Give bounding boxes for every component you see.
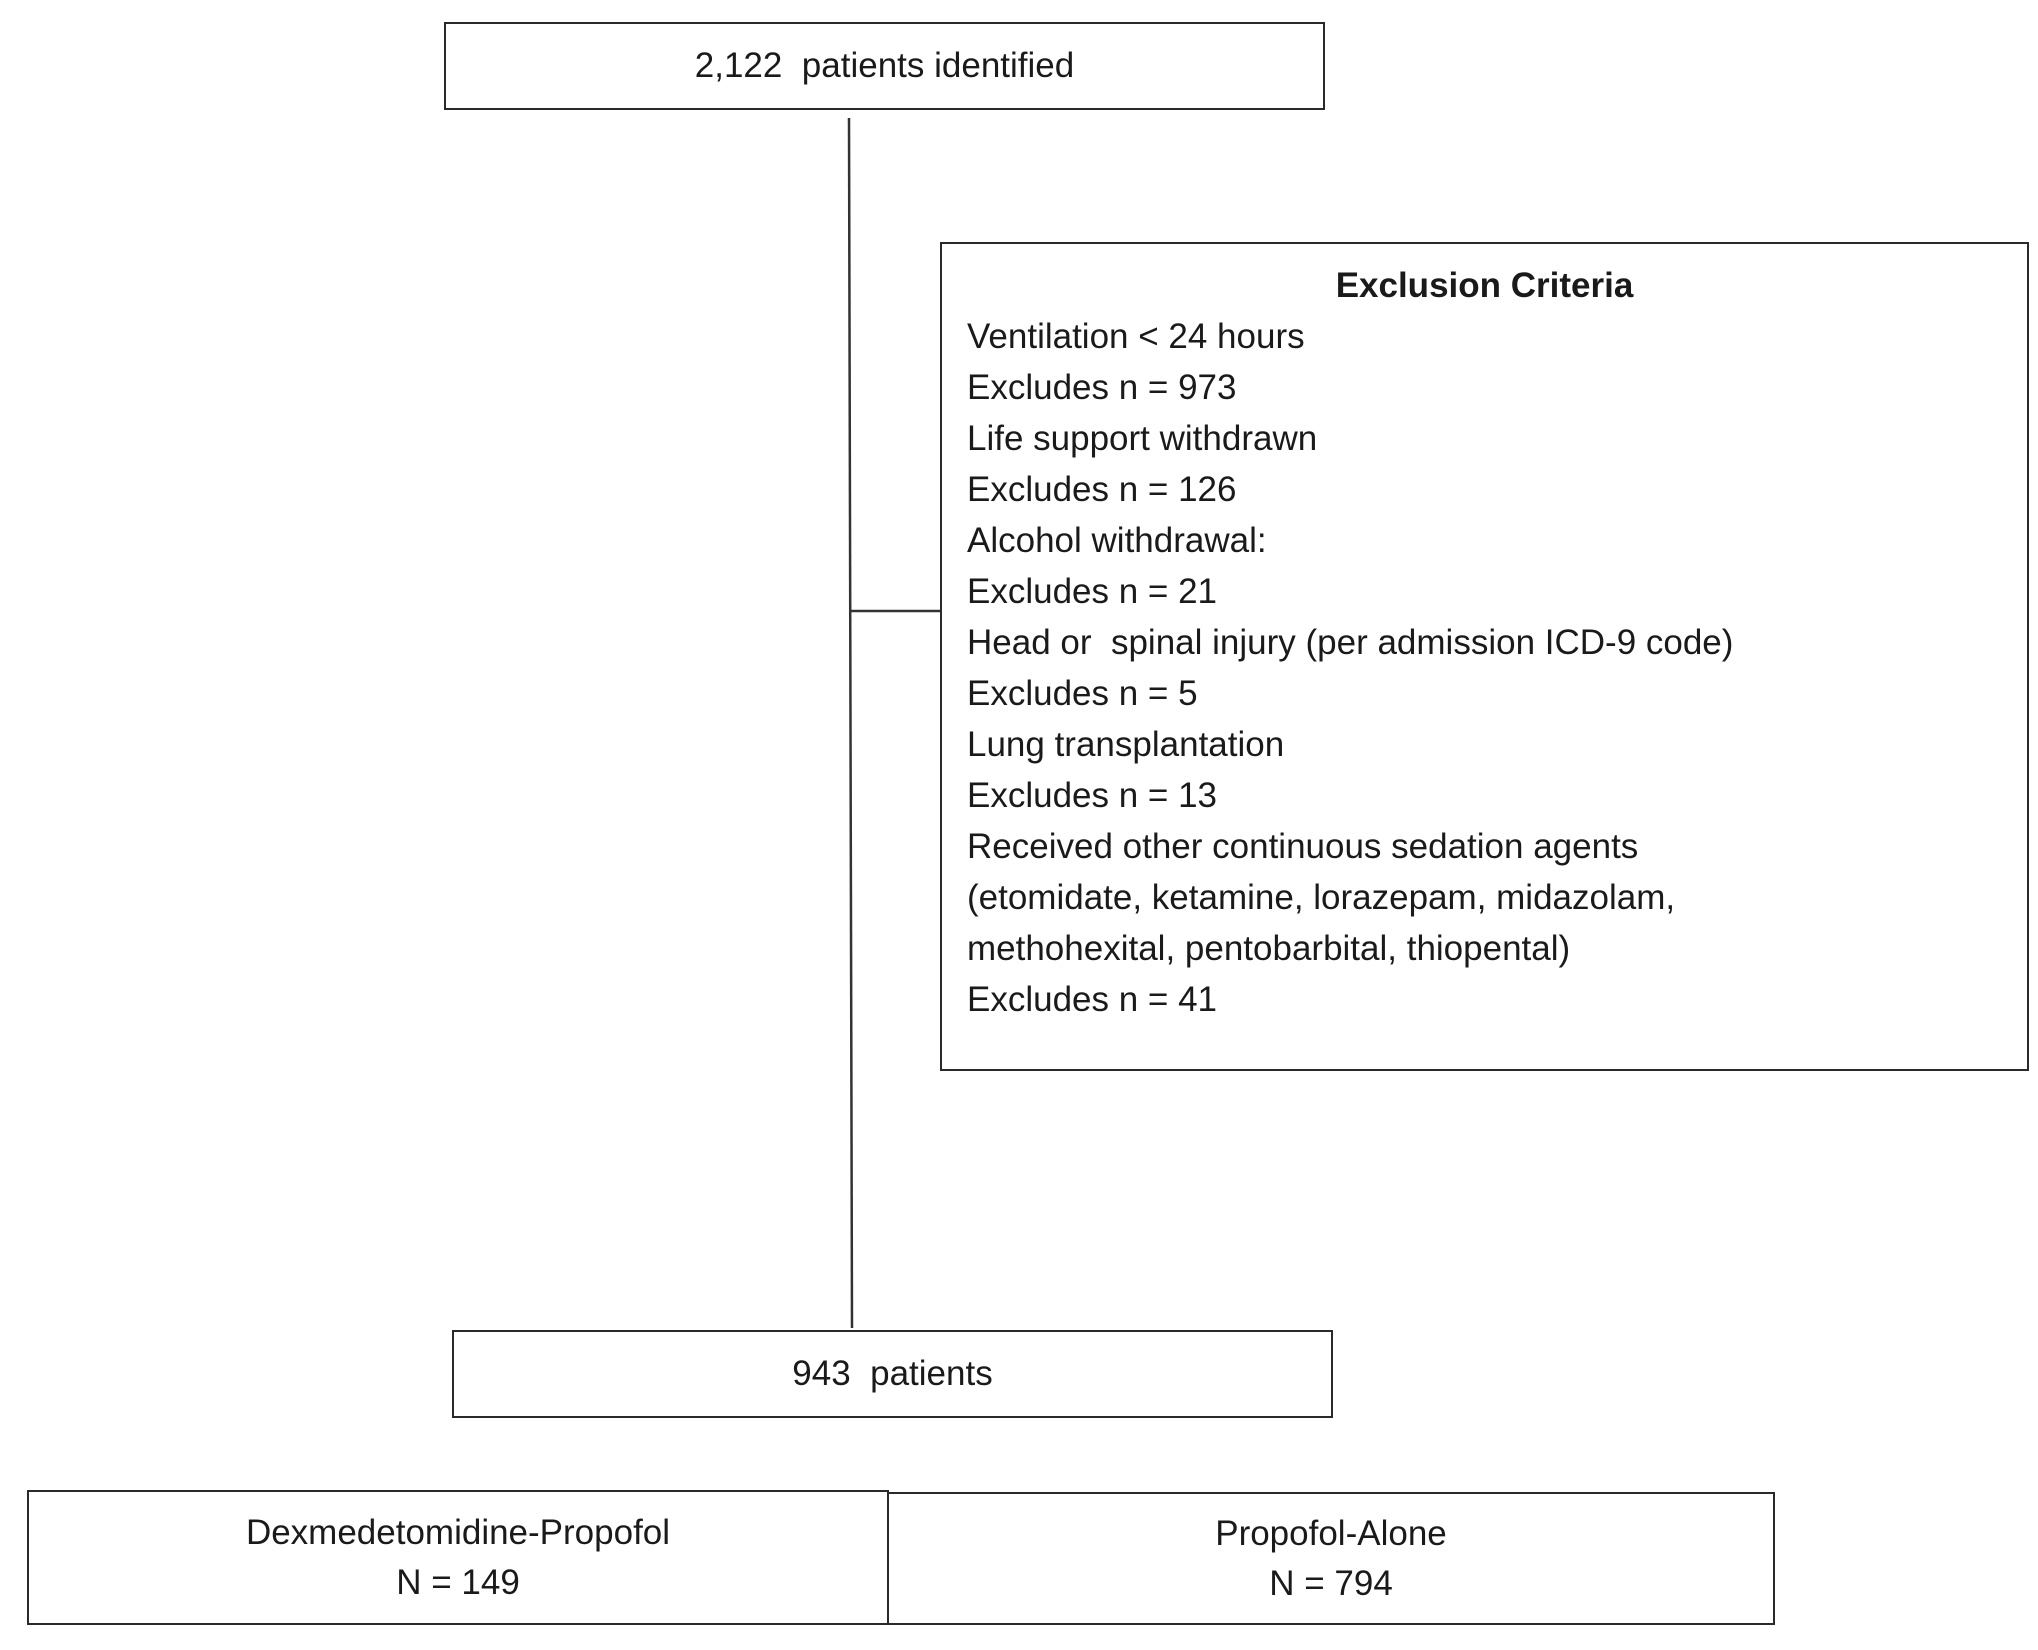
vertical-connector-line bbox=[847, 117, 854, 1329]
criterion-other-sedation: Received other continuous sedation agent… bbox=[967, 827, 1639, 866]
identified-patients-box: 2,122 patients identified bbox=[444, 22, 1325, 110]
dexmedetomidine-propofol-label: Dexmedetomidine-Propofol bbox=[245, 1512, 671, 1552]
propofol-alone-box: Propofol-Alone N = 794 bbox=[887, 1492, 1775, 1625]
criterion-life-support: Life support withdrawn bbox=[967, 419, 1318, 458]
criterion-ventilation: Ventilation < 24 hours bbox=[967, 317, 1305, 356]
criterion-other-sedation-list-1: (etomidate, ketamine, lorazepam, midazol… bbox=[967, 878, 1676, 917]
dexmedetomidine-propofol-box: Dexmedetomidine-Propofol N = 149 bbox=[27, 1490, 889, 1625]
excludes-lung-transplant: Excludes n = 13 bbox=[967, 776, 1218, 815]
exclusion-criteria-title: Exclusion Criteria bbox=[1335, 266, 1634, 305]
criterion-head-spinal: Head or spinal injury (per admission ICD… bbox=[967, 623, 1734, 662]
identified-patients-text: 2,122 patients identified bbox=[694, 46, 1075, 85]
propofol-alone-label: Propofol-Alone bbox=[1215, 1513, 1447, 1553]
dexmedetomidine-propofol-count: N = 149 bbox=[396, 1562, 520, 1602]
excludes-life-support: Excludes n = 126 bbox=[967, 470, 1237, 509]
criterion-alcohol: Alcohol withdrawal: bbox=[967, 521, 1267, 560]
excludes-ventilation: Excludes n = 973 bbox=[967, 368, 1237, 407]
exclusion-criteria-box: Exclusion Criteria Ventilation < 24 hour… bbox=[940, 242, 2029, 1071]
criterion-lung-transplant: Lung transplantation bbox=[967, 725, 1285, 764]
included-patients-text: 943 patients bbox=[792, 1354, 993, 1393]
excludes-head-spinal: Excludes n = 5 bbox=[967, 674, 1198, 713]
excludes-other-sedation: Excludes n = 41 bbox=[967, 980, 1218, 1019]
excludes-alcohol: Excludes n = 21 bbox=[967, 572, 1218, 611]
propofol-alone-count: N = 794 bbox=[1269, 1563, 1393, 1603]
included-patients-box: 943 patients bbox=[452, 1330, 1333, 1418]
criterion-other-sedation-list-2: methohexital, pentobarbital, thiopental) bbox=[967, 929, 1571, 968]
